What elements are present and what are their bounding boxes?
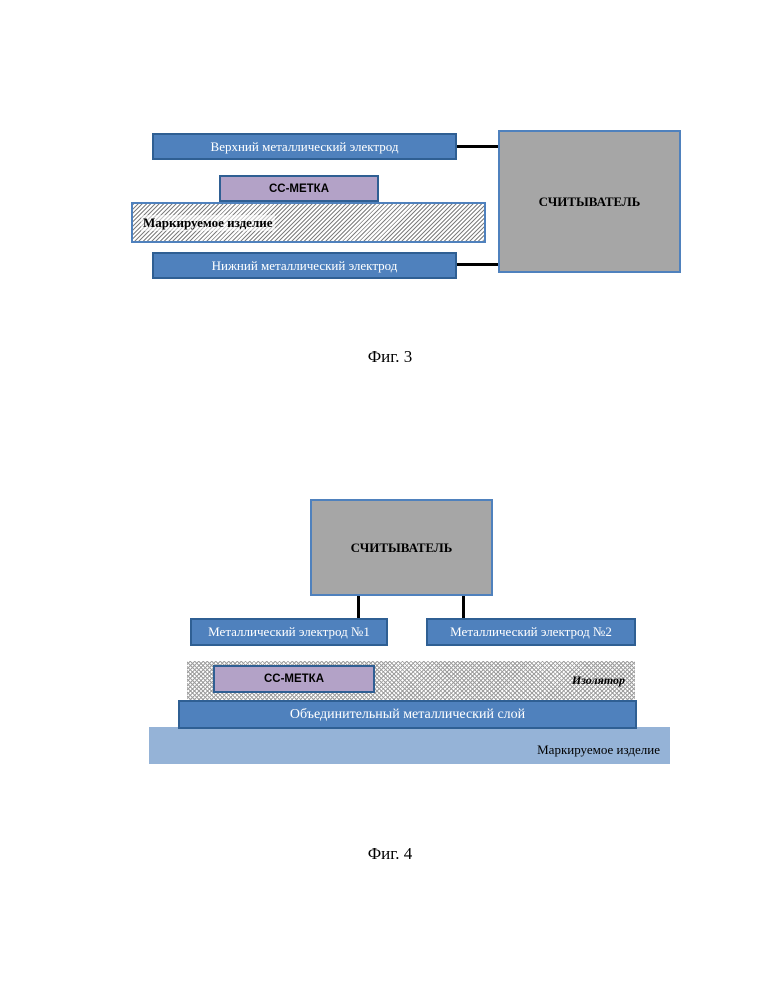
- top-electrode-label: Верхний металлический электрод: [211, 139, 399, 155]
- reader: СЧИТЫВАТЕЛЬ: [498, 130, 681, 273]
- joining-metal-layer: Объединительный металлический слой: [178, 700, 637, 729]
- figure-4-caption: Фиг. 4: [340, 842, 440, 866]
- ss-tag-fig4: СС-МЕТКА: [213, 665, 375, 693]
- top-electrode: Верхний металлический электрод: [152, 133, 457, 160]
- marked-item: Маркируемое изделие: [131, 202, 486, 243]
- ss-tag: СС-МЕТКА: [219, 175, 379, 202]
- bottom-electrode-label: Нижний металлический электрод: [212, 258, 398, 274]
- metal-electrode-2: Металлический электрод №2: [426, 618, 636, 646]
- reader-label: СЧИТЫВАТЕЛЬ: [539, 194, 641, 210]
- ss-tag-fig4-label: СС-МЕТКА: [264, 673, 324, 685]
- top-wire: [457, 145, 499, 148]
- reader-fig4: СЧИТЫВАТЕЛЬ: [310, 499, 493, 596]
- wire-electrode-2: [462, 596, 465, 618]
- bottom-wire: [457, 263, 499, 266]
- metal-electrode-1: Металлический электрод №1: [190, 618, 388, 646]
- wire-electrode-1: [357, 596, 360, 618]
- metal-electrode-2-label: Металлический электрод №2: [450, 624, 612, 640]
- metal-electrode-1-label: Металлический электрод №1: [208, 624, 370, 640]
- marked-item-fig4: Маркируемое изделие: [149, 727, 670, 764]
- bottom-electrode: Нижний металлический электрод: [152, 252, 457, 279]
- insulator-label: Изолятор: [572, 673, 625, 688]
- reader-fig4-label: СЧИТЫВАТЕЛЬ: [351, 540, 453, 556]
- joining-metal-layer-label: Объединительный металлический слой: [290, 707, 525, 723]
- ss-tag-label: СС-МЕТКА: [269, 183, 329, 195]
- marked-item-fig4-label: Маркируемое изделие: [537, 742, 660, 758]
- figure-3-caption: Фиг. 3: [340, 345, 440, 369]
- marked-item-label: Маркируемое изделие: [141, 215, 275, 231]
